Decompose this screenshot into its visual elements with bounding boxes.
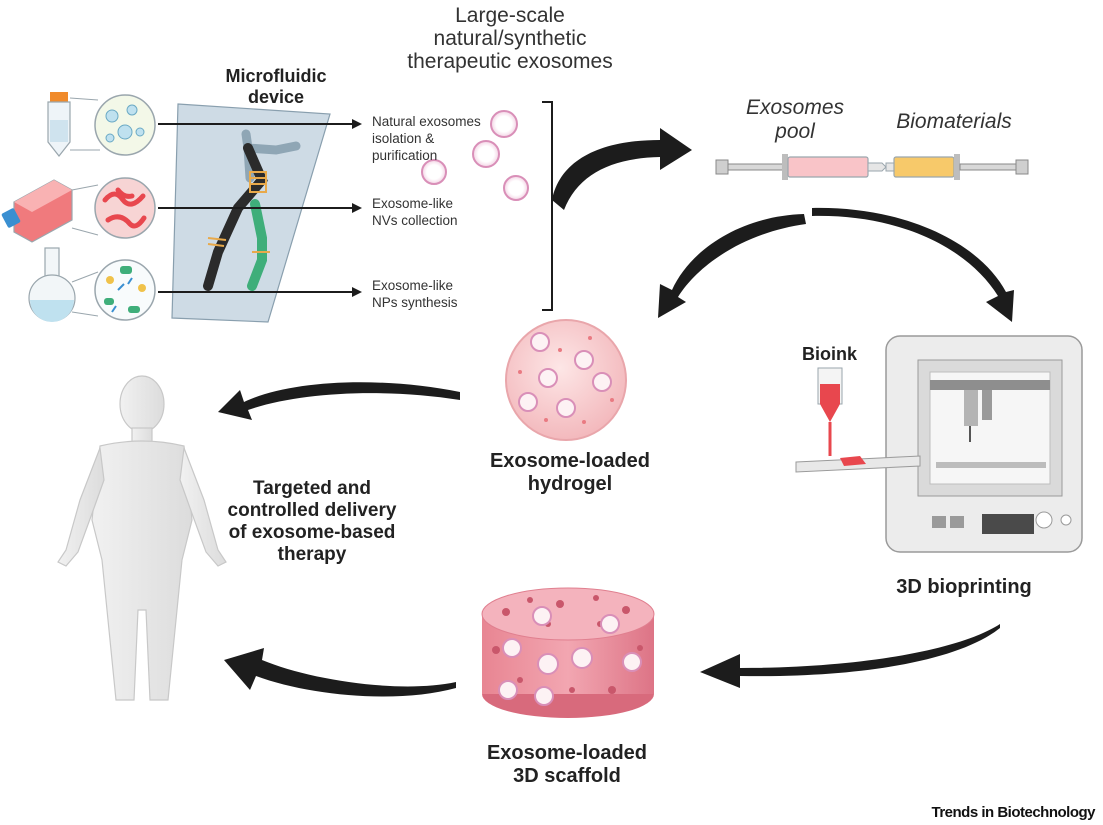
hydrogel-label-line: Exosome-loaded [489,450,651,472]
exosomes-pool-line: Exosomes [745,96,845,119]
stream-label-line: Exosome-like [372,196,454,211]
exosomes-pool-line: pool [775,120,815,144]
hydrogel-sphere [505,319,627,441]
cell-zoom-circle [71,177,156,239]
floating-exosomes [421,110,529,201]
stream-label-nvs: Exosome-like NVs collection [372,196,458,230]
delivery-label-line: Targeted and [253,478,371,499]
stream-label-nps: Exosome-like NPs synthesis [372,278,458,312]
microfluidic-title: Microfluidic device [196,66,356,107]
exosomes-title: Large-scale natural/synthetic therapeuti… [360,4,660,73]
dual-syringe [715,154,1029,180]
round-flask-icon [28,247,76,322]
exosomes-title-line: therapeutic exosomes [407,50,613,74]
microfluidic-title-line: device [247,86,305,107]
synthesis-zoom-circle [71,259,156,321]
stream-label-line: NVs collection [372,212,458,228]
exosomes-pool-label: Exosomes pool [730,96,860,144]
cell-culture-flask-icon [1,179,73,243]
journal-brand: Trends in Biotechnology [931,804,1095,821]
hydrogel-label-line: hydrogel [527,473,613,495]
stream-label-line: purification [372,147,438,163]
bioink-syringe-icon [817,367,843,456]
bioprinter-icon [795,335,1083,553]
curved-arrows [218,128,1014,697]
stream-label-line: isolation & [372,130,435,146]
hydrogel-label: Exosome-loaded hydrogel [470,450,670,496]
tube-zoom-circle [69,94,156,156]
bioink-label: Bioink [802,344,858,364]
exosomes-title-line: natural/synthetic [433,27,587,51]
scaffold-label: Exosome-loaded 3D scaffold [462,742,672,788]
delivery-label-line: therapy [277,543,347,565]
falcon-tube-icon [47,92,71,157]
scaffold-label-line: 3D scaffold [513,765,621,787]
scaffold-cylinder [481,587,655,718]
microfluidic-chip [171,103,331,323]
delivery-label: Targeted and controlled delivery of exos… [212,478,412,565]
bracket [542,101,553,311]
stream-label-line: Natural exosomes [372,114,481,129]
scaffold-label-line: Exosome-loaded [486,742,648,764]
stream-label-line: NPs synthesis [372,294,458,310]
stream-label-natural: Natural exosomes isolation & purificatio… [372,114,481,165]
human-body-icon [57,375,227,701]
exosomes-title-line: Large-scale [455,4,565,27]
stream-arrows [158,119,362,297]
delivery-label-line: of exosome-based [228,521,396,543]
microfluidic-title-line: Microfluidic [225,66,327,86]
delivery-label-line: controlled delivery [227,499,397,521]
stream-label-line: Exosome-like [372,278,454,293]
biomaterials-label: Biomaterials [896,110,1012,133]
bioprinting-label: 3D bioprinting [896,576,1032,598]
